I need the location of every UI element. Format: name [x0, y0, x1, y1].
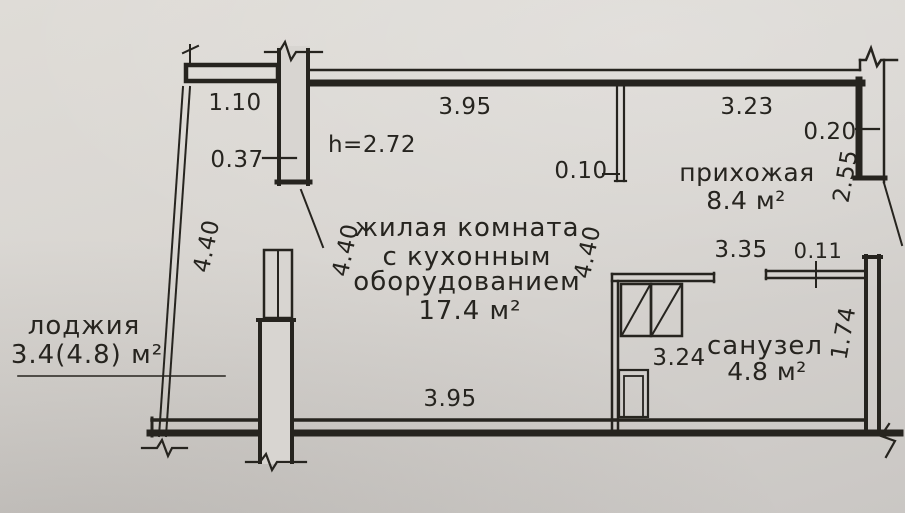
- entrance-door-leaf: [882, 181, 904, 247]
- dim-living-top-width: 3.95: [438, 94, 491, 120]
- dim-right-wall-thickness: 0.20: [803, 119, 856, 145]
- living-room-name-line3: оборудованием: [353, 267, 580, 297]
- hallway-name: прихожая: [679, 158, 814, 187]
- dim-pier-offset: 0.37: [210, 147, 263, 173]
- loggia-living-pier: [244, 318, 308, 473]
- dim-bathroom-right-height: 1.74: [827, 305, 862, 362]
- hallway-bathroom-partition: [764, 261, 868, 288]
- balcony-window: [262, 248, 294, 320]
- loggia-name: лоджия: [28, 311, 140, 341]
- duct-box: [617, 368, 650, 419]
- dim-bathroom-width: 3.24: [652, 345, 705, 371]
- bathroom-area: 4.8 м²: [727, 357, 807, 386]
- break-symbol-bottom-right: [879, 422, 897, 459]
- dim-hallway-right-height: 2.55: [829, 148, 864, 205]
- dim-partition-thickness: 0.10: [554, 158, 607, 184]
- break-symbol-pier-top: [263, 39, 324, 63]
- top-exterior-wall: [306, 44, 899, 87]
- dim-living-bottom-width: 3.95: [423, 386, 476, 412]
- living-room-area: 17.4 м²: [418, 296, 521, 326]
- bathroom-right-wall: [862, 254, 883, 434]
- survey-tick-top-left: [181, 44, 200, 65]
- dim-partition-tick: 0.11: [794, 239, 843, 263]
- balcony-door-leaf: [299, 188, 325, 249]
- dim-loggia-length: 4.40: [189, 217, 225, 274]
- ceiling-height-label: h=2.72: [328, 132, 416, 158]
- living-hallway-stub-wall: [602, 85, 628, 183]
- hallway-area: 8.4 м²: [706, 186, 786, 215]
- living-room-name-line2: с кухонным: [382, 242, 551, 272]
- plan-linework: [17, 39, 904, 473]
- loggia-area: 3.4(4.8) м²: [11, 340, 163, 370]
- living-room-name-line1: жилая комната: [354, 213, 579, 243]
- bathroom-name: санузел: [707, 331, 823, 361]
- break-symbol-pier-bottom: [244, 451, 308, 473]
- dim-hallway-top-width: 3.23: [720, 94, 773, 120]
- ventilation-shafts: [619, 282, 684, 338]
- plan-labels: 1.10 0.37 h=2.72 3.95 3.23 0.10 0.20 2.5…: [11, 90, 864, 412]
- upper-pier: [263, 39, 324, 186]
- break-symbol-bottom-left: [140, 437, 189, 459]
- dim-bathroom-top-width: 3.35: [714, 237, 767, 263]
- dim-loggia-top-width: 1.10: [208, 90, 261, 116]
